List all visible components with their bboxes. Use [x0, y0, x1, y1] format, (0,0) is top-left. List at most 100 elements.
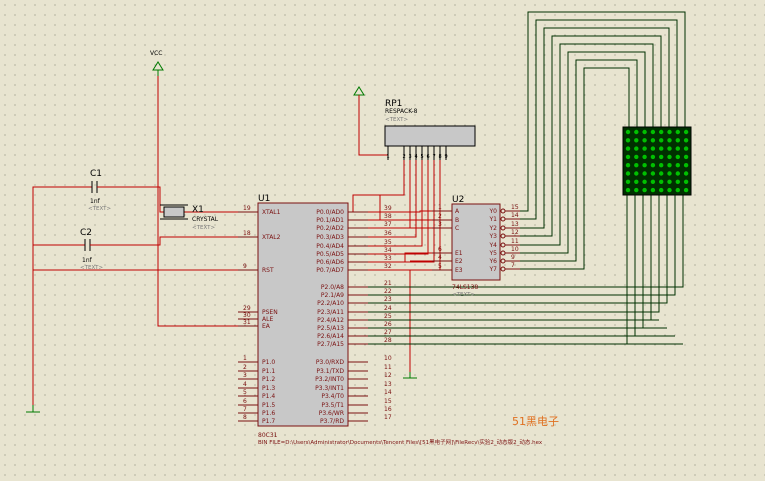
- capacitor-c2: C2 1nf <TEXT>: [78, 228, 103, 271]
- u1-pin-number: 12: [384, 372, 392, 379]
- led-dot: [650, 187, 656, 193]
- led-dot: [634, 171, 639, 176]
- led-matrix-8x8: [622, 126, 692, 196]
- u2-placeholder: <TEXT>: [452, 292, 475, 298]
- rp1-value: RESPACK-8: [385, 108, 418, 115]
- u1-pin-number: 31: [243, 319, 251, 326]
- led-dot: [625, 154, 631, 160]
- column-wire: [520, 67, 630, 270]
- u2-pin-bubble: [500, 216, 506, 222]
- led-dot: [675, 146, 680, 151]
- u1-pin-number: 33: [384, 255, 392, 262]
- u2-pin-bubble: [500, 266, 506, 272]
- led-dot: [659, 154, 664, 160]
- led-dot: [659, 179, 664, 184]
- capacitor-c1: C1 1nf <TEXT>: [85, 169, 111, 212]
- u1-right-pins: 39P0.0/AD038P0.1/AD137P0.2/AD236P0.3/AD3…: [315, 205, 392, 425]
- led-dot: [650, 146, 656, 151]
- u2-pin-bubble: [500, 233, 506, 239]
- u1-pin-number: 13: [384, 381, 392, 388]
- u1-pin-name: P0.6/AD6: [316, 259, 344, 266]
- u2-pin-name: C: [455, 225, 459, 232]
- u1-pin-number: 22: [384, 288, 392, 295]
- led-dot: [683, 129, 689, 135]
- column-wire: [520, 51, 646, 254]
- watermark-text: 51黑电子: [512, 415, 559, 428]
- led-dot: [659, 163, 664, 168]
- u1-part: 80C31: [258, 432, 278, 439]
- row-drop-wire: [368, 195, 676, 296]
- u1-microcontroller: U1 80C31 BIN FILE=D:\Users\Administrator…: [238, 194, 543, 446]
- led-dot: [675, 187, 680, 193]
- u1-pin-number: 27: [384, 329, 392, 336]
- x1-ref: X1: [192, 205, 204, 215]
- wires: [32, 76, 441, 405]
- c2-ref: C2: [80, 228, 92, 238]
- c1-ref: C1: [90, 169, 102, 179]
- column-wire: [520, 59, 638, 262]
- column-wire: [520, 27, 670, 229]
- rp1-pin-number: 4: [415, 154, 418, 160]
- led-dot: [683, 146, 689, 151]
- rp1-placeholder: <TEXT>: [385, 117, 408, 123]
- u1-pin-name: P3.7/RD: [320, 418, 344, 425]
- rp1-power-symbol: [353, 86, 365, 96]
- led-dot: [659, 129, 664, 135]
- u1-pin-number: 26: [384, 321, 392, 328]
- led-dot: [675, 163, 680, 168]
- led-dot: [650, 129, 656, 135]
- led-dot: [683, 179, 689, 184]
- u1-pin-name: P3.6/WR: [319, 410, 344, 417]
- led-dot: [642, 187, 647, 193]
- u1-bin-file: BIN FILE=D:\Users\Administrator\Document…: [258, 438, 543, 446]
- led-dot: [642, 179, 647, 184]
- led-dot: [650, 154, 656, 160]
- u1-pin-name: P0.5/AD5: [316, 251, 344, 258]
- rp1-pin-number: 9: [445, 154, 448, 160]
- u1-pin-name: P2.6/A14: [317, 333, 344, 340]
- u1-pin-number: 25: [384, 313, 392, 320]
- u1-pin-number: 4: [243, 381, 247, 388]
- led-dot: [675, 171, 680, 176]
- u2-pin-name: E1: [455, 250, 463, 257]
- u1-pin-number: 18: [243, 230, 251, 237]
- led-dot: [625, 138, 631, 143]
- u2-pin-number: 11: [511, 238, 519, 245]
- u2-pin-number: 14: [511, 212, 519, 219]
- led-dot: [642, 171, 647, 176]
- u2-pin-number: 3: [438, 221, 442, 228]
- u1-pin-name: P2.4/A12: [317, 317, 344, 324]
- rp1-pin-number: 1: [387, 154, 390, 160]
- led-dot: [683, 163, 689, 168]
- u1-pin-name: P2.7/A15: [317, 341, 344, 348]
- u2-pin-number: 1: [438, 204, 442, 211]
- u1-pin-name: P2.2/A10: [317, 300, 344, 307]
- u2-pin-number: 12: [511, 229, 519, 236]
- led-dot: [659, 171, 664, 176]
- u2-pin-name: Y0: [489, 208, 498, 215]
- row-drop-wire: [368, 195, 668, 304]
- u1-pin-name: P2.3/A11: [317, 309, 344, 316]
- u1-ref: U1: [258, 194, 270, 204]
- u1-pin-number: 29: [243, 305, 251, 312]
- u1-pin-name: ALE: [262, 316, 273, 323]
- c1-value: 1nf: [90, 198, 101, 205]
- u1-pin-number: 15: [384, 398, 392, 405]
- u1-pin-name: XTAL2: [262, 234, 281, 241]
- led-dot: [625, 179, 631, 184]
- u2-pin-name: Y2: [489, 225, 498, 232]
- u1-pin-name: P3.1/TXD: [316, 368, 344, 375]
- led-dot: [667, 146, 672, 151]
- led-dot: [667, 179, 672, 184]
- u1-pin-name: P0.0/AD0: [316, 209, 344, 216]
- led-dot: [683, 154, 689, 160]
- c2-value: 1nf: [82, 257, 93, 264]
- u1-pin-name: P1.7: [262, 418, 275, 425]
- u1-pin-name: P1.0: [262, 359, 275, 366]
- row-drop-wire: [368, 195, 660, 313]
- u2-pin-number: 13: [511, 221, 519, 228]
- u2-pin-bubble: [500, 250, 506, 256]
